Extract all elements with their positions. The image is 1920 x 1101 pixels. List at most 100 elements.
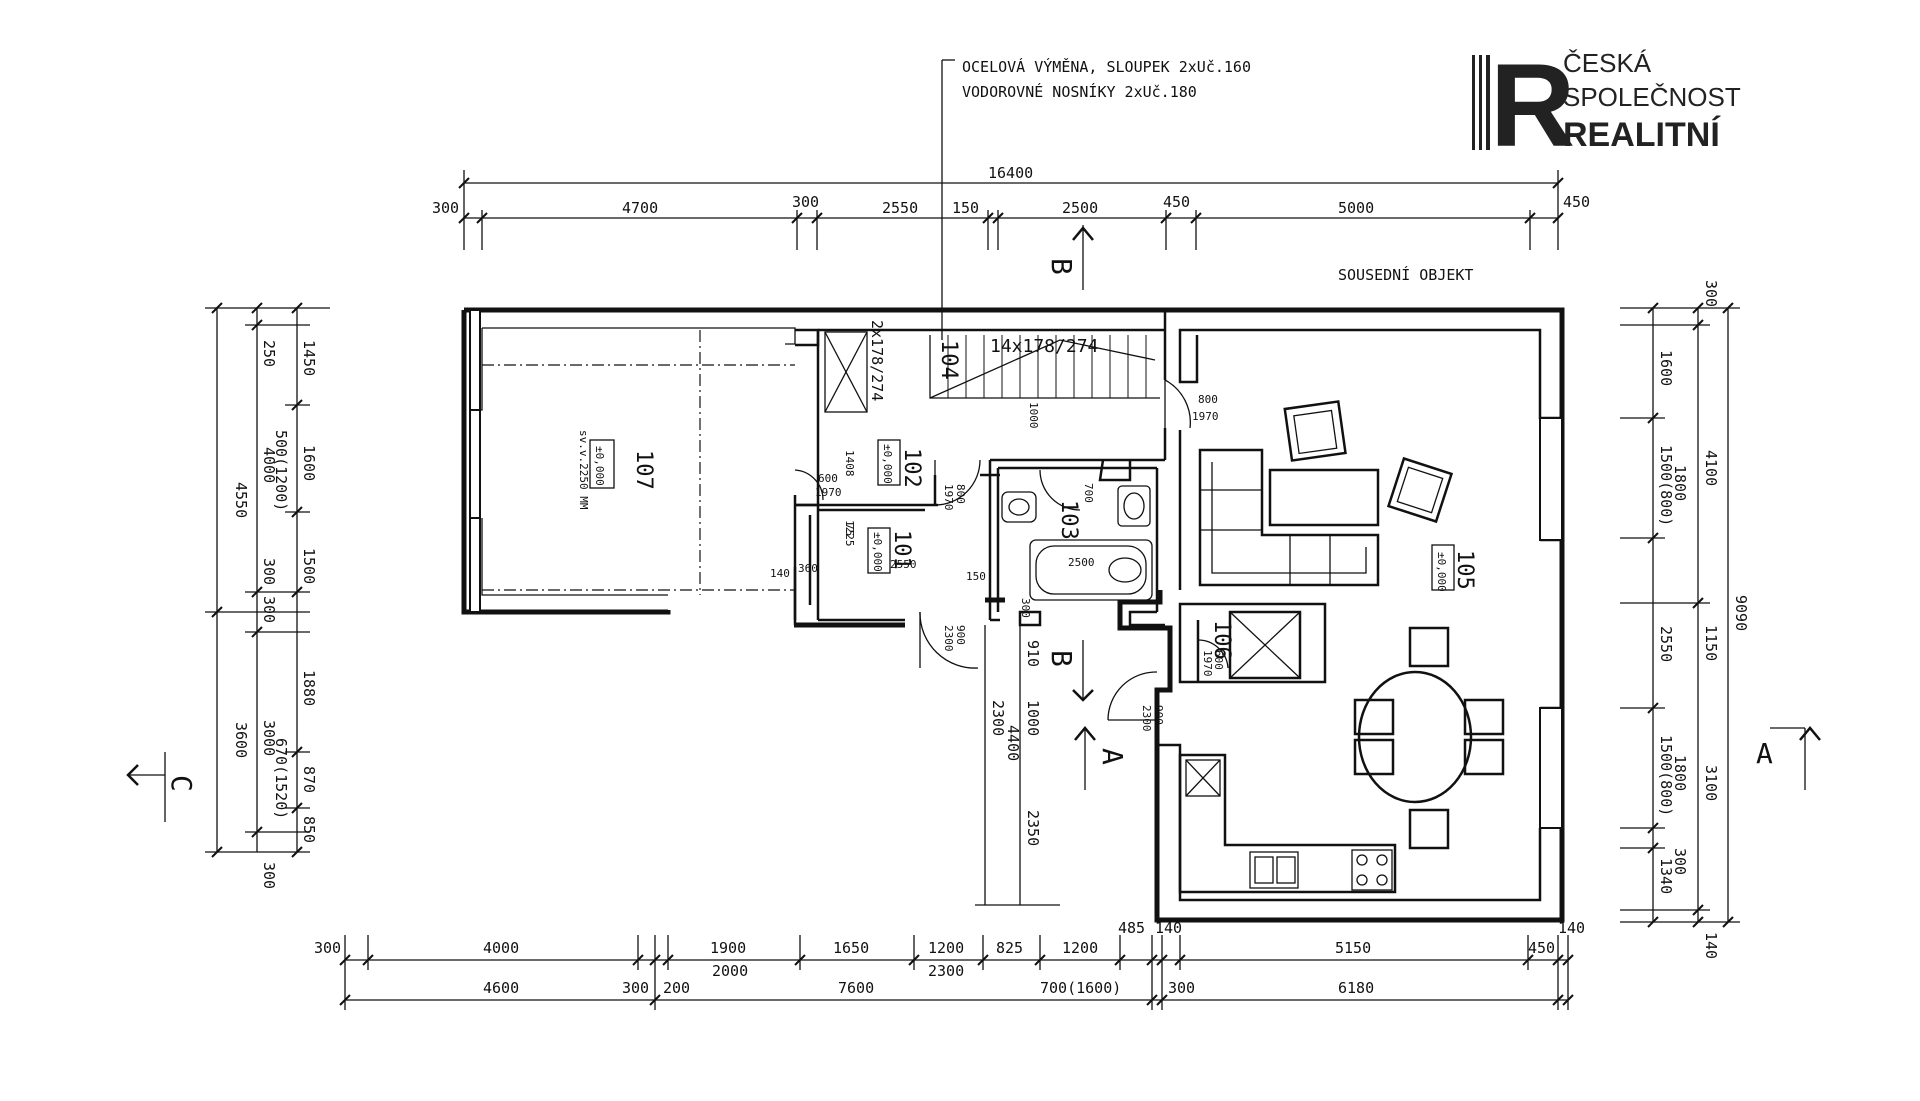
dim-bottom-r1-12: 140 bbox=[1558, 919, 1585, 937]
dim-right-mid-3: 1150 bbox=[1702, 625, 1720, 661]
dim-int-2550: 2550 bbox=[890, 558, 917, 571]
dim-bottom-r1-8: 485 bbox=[1118, 919, 1145, 937]
dim-right-inner-5: 1500(800) bbox=[1657, 735, 1675, 816]
room-105: 105 ±0,000 bbox=[1178, 400, 1505, 894]
dim-bottom-r2-4: 2000 bbox=[712, 962, 748, 980]
main-stair-label: 14x178/274 bbox=[990, 336, 1098, 357]
door-103-width: 700 bbox=[1082, 483, 1095, 503]
room-103: 103 bbox=[1001, 485, 1153, 601]
dim-bottom-r2-3: 200 bbox=[663, 979, 690, 997]
right-dimension-chain: 9090 300 4100 1150 3100 140 1600 1500(80… bbox=[1620, 280, 1750, 959]
logo-line-3: REALITNÍ bbox=[1563, 116, 1721, 154]
logo-letter: R bbox=[1490, 40, 1575, 172]
dim-int-1225: 1225 bbox=[843, 520, 856, 547]
doors: 800 1970 800 1970 600 1970 600 1970 900 … bbox=[794, 379, 1229, 732]
room-102: 102 ±0,000 bbox=[877, 439, 924, 488]
bottom-dimension-chain: 300 4000 1900 1650 1200 825 1200 485 140… bbox=[314, 919, 1585, 1010]
dim-top-8: 5000 bbox=[1338, 199, 1374, 217]
dim-right-mid-5: 140 bbox=[1702, 932, 1720, 959]
dim-top-7: 450 bbox=[1163, 193, 1190, 211]
door-106-width: 600 bbox=[1212, 650, 1225, 670]
dim-top-3: 300 bbox=[792, 193, 819, 211]
door-entry-height: 2300 bbox=[942, 625, 955, 652]
dim-left-inner-3: 1600 bbox=[300, 445, 318, 481]
logo-line-2: SPOLEČNOST bbox=[1563, 82, 1741, 112]
dim-top-4: 2550 bbox=[882, 199, 918, 217]
dim-left-inner-5: 300 bbox=[260, 558, 278, 585]
room-107-level: ±0,000 bbox=[593, 446, 606, 486]
steel-note-line-2: VODOROVNÉ NOSNÍKY 2xUč.180 bbox=[962, 82, 1197, 101]
dim-right-mid-2: 4100 bbox=[1702, 450, 1720, 486]
dim-bottom-r1-7: 1200 bbox=[1062, 939, 1098, 957]
dim-left-mid-3: 300 bbox=[260, 596, 278, 623]
dim-right-inner-3: 1800 bbox=[1671, 465, 1689, 501]
dim-left-inner-6: 1880 bbox=[300, 670, 318, 706]
dim-int-140: 140 bbox=[770, 567, 790, 580]
door-kitchen-height: 2300 bbox=[1140, 705, 1153, 732]
dim-bottom-r1-9: 140 bbox=[1155, 919, 1182, 937]
dim-left-mid-2: 4000 bbox=[260, 447, 278, 483]
dim-left-mid-6: 300 bbox=[260, 862, 278, 889]
dim-int-1000v: 1000 bbox=[1027, 402, 1040, 429]
dim-right-inner-7: 300 bbox=[1671, 848, 1689, 875]
dim-left-inner-7: 870 bbox=[300, 766, 318, 793]
room-103-number: 103 bbox=[1056, 500, 1081, 540]
dim-left-outer-2: 3600 bbox=[232, 722, 250, 758]
section-c-label: C bbox=[165, 775, 198, 792]
door-102-width: 800 bbox=[954, 484, 967, 504]
dim-left-inner-8: 850 bbox=[300, 816, 318, 843]
room-107-number: 107 bbox=[631, 450, 656, 490]
dim-left-mid-4: 3000 bbox=[260, 720, 278, 756]
company-logo: R ČESKÁ SPOLEČNOST REALITNÍ bbox=[1472, 40, 1741, 172]
door-106-height: 1970 bbox=[1201, 650, 1214, 677]
dim-int-2500: 2500 bbox=[1068, 556, 1095, 569]
dim-int-1000: 1000 bbox=[1024, 700, 1042, 736]
dim-top-1: 300 bbox=[432, 199, 459, 217]
garage-dashed-outline bbox=[482, 330, 795, 595]
dim-top-2: 4700 bbox=[622, 199, 658, 217]
left-dimension-chain: 4550 3600 500(1200) 4000 300 3000 670(15… bbox=[205, 302, 330, 889]
room-101-number: 101 bbox=[889, 530, 914, 570]
door-living-width: 800 bbox=[1198, 393, 1218, 406]
dim-bottom-r1-4: 1650 bbox=[833, 939, 869, 957]
interior-dimensions: 910 1000 2300 4400 2350 300 2500 2550 15… bbox=[770, 402, 1095, 906]
neighbor-building-label: SOUSEDNÍ OBJEKT bbox=[1338, 265, 1473, 284]
dim-right-outer: 9090 bbox=[1732, 595, 1750, 631]
dim-bottom-r2-5: 7600 bbox=[838, 979, 874, 997]
dim-left-inner-2: 1450 bbox=[300, 340, 318, 376]
dim-bottom-r2-7: 700(1600) bbox=[1040, 979, 1121, 997]
dim-int-300: 300 bbox=[1019, 598, 1032, 618]
dim-int-150a: 150 bbox=[966, 570, 986, 583]
dim-bottom-r1-11: 450 bbox=[1528, 939, 1555, 957]
dim-left-outer-1: 4550 bbox=[232, 482, 250, 518]
dim-right-inner-4: 2550 bbox=[1657, 626, 1675, 662]
section-b-top-label: B bbox=[1045, 258, 1078, 275]
dim-bottom-r2-6: 2300 bbox=[928, 962, 964, 980]
dim-bottom-r1-6: 825 bbox=[996, 939, 1023, 957]
dim-top-9: 450 bbox=[1563, 193, 1590, 211]
dim-bottom-r1-2: 4000 bbox=[483, 939, 519, 957]
room-105-level: ±0,000 bbox=[1435, 552, 1448, 592]
dim-int-1408: 1408 bbox=[843, 450, 856, 477]
dim-bottom-r1-3: 1900 bbox=[710, 939, 746, 957]
dim-right-inner-2: 1500(800) bbox=[1657, 445, 1675, 526]
room-101: 101 ±0,000 bbox=[867, 527, 914, 574]
dim-right-inner-1: 1600 bbox=[1657, 350, 1675, 386]
dim-bottom-r2-9: 6180 bbox=[1338, 979, 1374, 997]
dim-right-mid-1: 300 bbox=[1702, 280, 1720, 307]
dim-left-mid-1: 500(1200) bbox=[272, 430, 290, 511]
dim-bottom-r2-8: 300 bbox=[1168, 979, 1195, 997]
dim-top-6: 2500 bbox=[1062, 199, 1098, 217]
dim-left-inner-1: 250 bbox=[260, 340, 278, 367]
room-107: 107 ±0,000 sv.v.2250 MM bbox=[577, 430, 656, 510]
side-stair-label: 2x178/274 bbox=[868, 320, 886, 401]
door-102-height: 1970 bbox=[942, 484, 955, 511]
room-102-number: 102 bbox=[899, 448, 924, 488]
walls bbox=[461, 307, 1565, 923]
main-staircase: 14x178/274 bbox=[929, 335, 1160, 399]
dim-top-5: 150 bbox=[952, 199, 979, 217]
room-107-note: sv.v.2250 MM bbox=[577, 430, 590, 510]
logo-line-1: ČESKÁ bbox=[1563, 48, 1652, 78]
door-hall-width: 600 bbox=[818, 472, 838, 485]
